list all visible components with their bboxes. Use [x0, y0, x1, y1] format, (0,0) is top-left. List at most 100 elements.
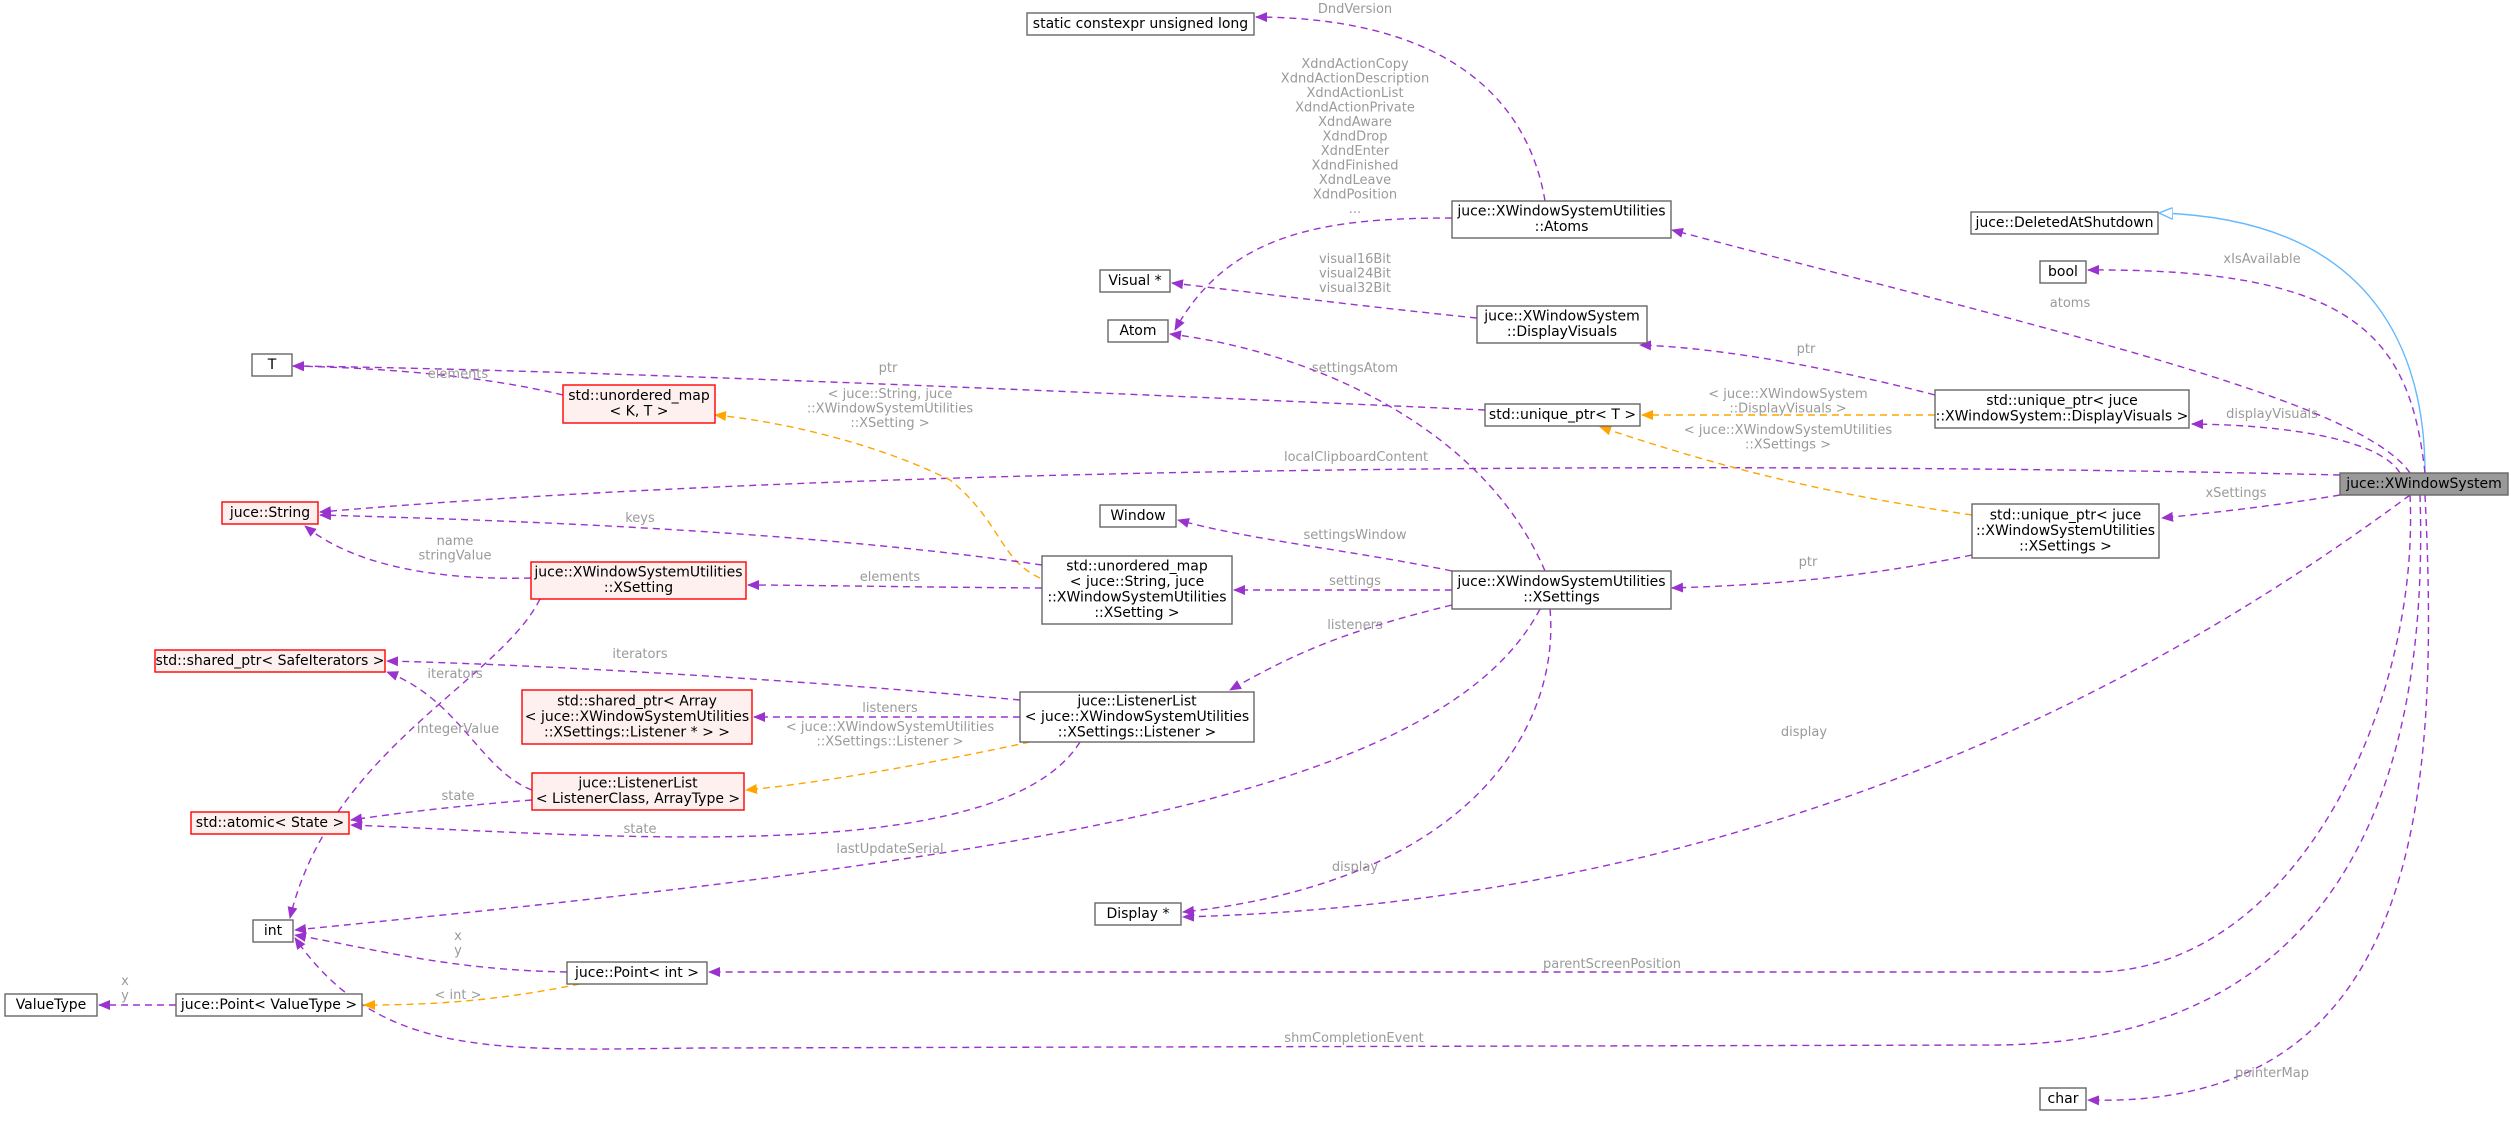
class-node-display-visuals[interactable]: juce::XWindowSystem::DisplayVisuals — [1476, 305, 1648, 344]
class-node-box — [175, 993, 363, 1017]
class-node-int[interactable]: int — [252, 919, 294, 943]
class-node-point-vt[interactable]: juce::Point< ValueType > — [175, 993, 363, 1017]
class-node-label-line: juce::XWindowSystemUtilities — [1456, 204, 1665, 220]
class-node-unordered-map-kt[interactable]: std::unordered_map< K, T > — [562, 384, 716, 424]
class-node-shared-ptr-array[interactable]: std::shared_ptr< Array< juce::XWindowSys… — [521, 689, 753, 745]
class-node-box — [154, 649, 386, 673]
edge-label-tmpl-dv: < juce::XWindowSystem::DisplayVisuals > — [1708, 387, 1867, 417]
class-node-label-line: T — [267, 357, 277, 373]
class-node-window[interactable]: Window — [1099, 504, 1177, 528]
class-node-value-type[interactable]: ValueType — [4, 993, 98, 1017]
edge-label-line: listeners — [862, 701, 918, 716]
class-node-label-line: juce::Point< ValueType > — [180, 997, 357, 1013]
class-node-box — [531, 772, 745, 811]
class-node-label-line: Visual * — [1108, 273, 1161, 289]
class-node-label-line: < juce::XWindowSystemUtilities — [1025, 709, 1249, 725]
edge-displayvisuals — [2191, 419, 2401, 474]
class-node-label: std::atomic< State > — [196, 815, 344, 831]
class-node-label-line: juce::String — [229, 505, 310, 521]
class-node-listener-list-xs[interactable]: juce::ListenerList< juce::XWindowSystemU… — [1019, 691, 1255, 743]
class-node-static-constexpr[interactable]: static constexpr unsigned long — [1026, 12, 1255, 36]
edge-label-elements-t: elements — [428, 367, 489, 382]
class-node-xsetting[interactable]: juce::XWindowSystemUtilities::XSetting — [530, 561, 747, 600]
edge-label-line: stringValue — [418, 549, 491, 564]
class-node-label-line: ValueType — [16, 997, 87, 1013]
class-node-atoms[interactable]: juce::XWindowSystemUtilities::Atoms — [1451, 200, 1672, 239]
edge-label-line: y — [454, 944, 462, 959]
class-node-label: juce::ListenerList< ListenerClass, Array… — [536, 776, 740, 808]
edge-label-line: visual24Bit — [1319, 267, 1391, 282]
class-node-unique-ptr-dv[interactable]: std::unique_ptr< juce::XWindowSystem::Di… — [1934, 389, 2190, 429]
edge-iterators-gen — [386, 671, 533, 791]
class-node-label-line: juce::ListenerList — [577, 776, 698, 792]
class-node-unordered-map-xs[interactable]: std::unordered_map< juce::String, juce::… — [1041, 555, 1233, 625]
edge-label-line: ::XSetting > — [850, 416, 929, 431]
class-node-label: bool — [2048, 264, 2078, 280]
class-node-box — [1041, 555, 1233, 625]
class-node-label: static constexpr unsigned long — [1033, 16, 1248, 32]
class-node-label: std::unique_ptr< juce::XWindowSystem::Di… — [1936, 393, 2189, 425]
class-node-box — [1026, 12, 1255, 36]
edge-label-listeners-arr: listeners — [862, 701, 918, 716]
class-node-label-line: ::XSettings > — [2019, 538, 2112, 554]
class-node-char[interactable]: char — [2039, 1087, 2087, 1111]
class-node-box — [1476, 305, 1648, 344]
edge-label-line: ptr — [1799, 555, 1818, 570]
edge-label-line: settingsAtom — [1312, 361, 1398, 376]
class-node-visual-ptr[interactable]: Visual * — [1099, 269, 1171, 293]
edge-label-line: XdndActionDescription — [1281, 72, 1429, 87]
class-node-deleted-at-shutdown[interactable]: juce::DeletedAtShutdown — [1970, 211, 2159, 235]
edge-pointermap — [2087, 494, 2430, 1106]
edge-visuals — [1171, 279, 1478, 319]
edge-keys — [319, 510, 1043, 566]
class-node-listener-list-gen[interactable]: juce::ListenerList< ListenerClass, Array… — [531, 772, 745, 811]
edge-elements-t — [292, 361, 564, 396]
edge-label-line: state — [442, 789, 475, 804]
edge-label-line: visual16Bit — [1319, 252, 1391, 267]
class-node-label: T — [267, 357, 277, 373]
edge-label-xsettings: xSettings — [2205, 486, 2266, 501]
class-node-unique-ptr-xs[interactable]: std::unique_ptr< juce::XWindowSystemUtil… — [1971, 503, 2160, 559]
class-node-label-line: Atom — [1119, 323, 1156, 339]
class-node-string[interactable]: juce::String — [221, 501, 319, 525]
edge-label-line: ptr — [879, 361, 898, 376]
class-node-unique-ptr-t[interactable]: std::unique_ptr< T > — [1484, 403, 1641, 427]
class-node-label-line: ::DisplayVisuals — [1507, 324, 1617, 340]
class-node-bool[interactable]: bool — [2039, 260, 2087, 284]
edge-label-parentscreen: parentScreenPosition — [1543, 957, 1681, 972]
class-node-label-line: std::unique_ptr< juce — [1990, 507, 2142, 523]
edge-tmpl-ll — [745, 741, 1031, 794]
class-node-label-line: ::XSetting — [604, 580, 673, 596]
class-node-atom[interactable]: Atom — [1107, 319, 1169, 343]
class-node-label: std::unordered_map< juce::String, juce::… — [1047, 559, 1226, 622]
class-node-shared-ptr-safe[interactable]: std::shared_ptr< SafeIterators > — [154, 649, 386, 673]
class-node-label-line: ::XSetting > — [1094, 605, 1179, 621]
class-node-label-line: std::unique_ptr< T > — [1489, 407, 1636, 423]
class-node-t[interactable]: T — [251, 353, 293, 377]
class-node-atomic-state[interactable]: std::atomic< State > — [190, 811, 350, 835]
class-node-box — [1451, 570, 1672, 610]
class-node-box — [530, 561, 747, 600]
class-node-xsettings[interactable]: juce::XWindowSystemUtilities::XSettings — [1451, 570, 1672, 610]
edge-label-line: ::DisplayVisuals > — [1729, 402, 1846, 417]
edge-label-line: displayVisuals — [2226, 407, 2318, 422]
class-node-display-ptr[interactable]: Display * — [1094, 902, 1182, 926]
edge-label-state-ll: state — [624, 822, 657, 837]
class-node-point-int[interactable]: juce::Point< int > — [566, 961, 708, 985]
edge-label-line: XdndPosition — [1313, 188, 1397, 203]
edge-parentscreen — [708, 494, 2412, 977]
class-node-xwindowsystem[interactable]: juce::XWindowSystem — [2339, 472, 2509, 496]
edge-label-line: XdndLeave — [1319, 173, 1391, 188]
class-node-label: Window — [1110, 508, 1165, 524]
class-node-box — [2339, 472, 2509, 496]
class-node-label: juce::ListenerList< juce::XWindowSystemU… — [1025, 693, 1249, 740]
class-node-box — [566, 961, 708, 985]
class-node-box — [1094, 902, 1182, 926]
class-node-label-line: juce::XWindowSystem — [1483, 309, 1640, 325]
class-node-label: juce::XWindowSystem::DisplayVisuals — [1483, 309, 1640, 341]
edge-label-line: x — [454, 929, 462, 944]
edge-label-xlsavailable: xIsAvailable — [2223, 252, 2300, 267]
